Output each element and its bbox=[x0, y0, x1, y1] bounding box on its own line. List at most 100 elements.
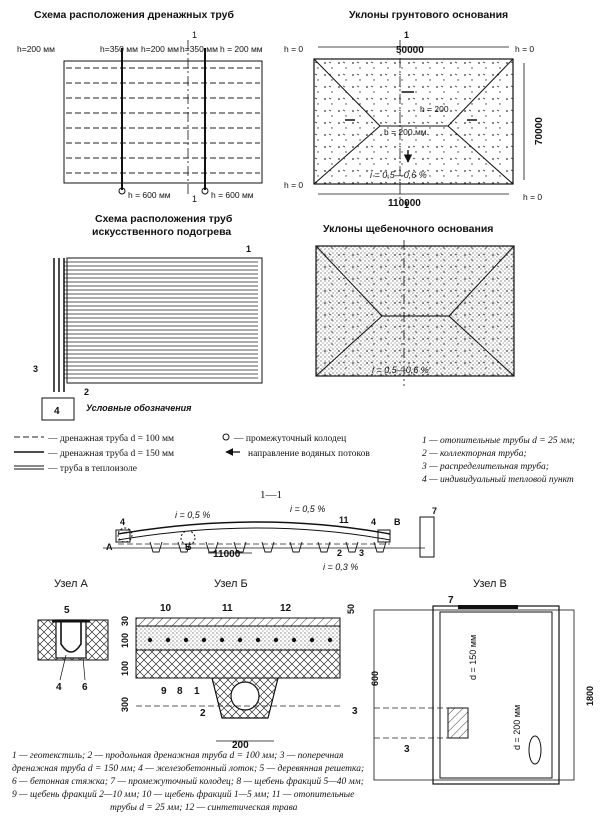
node-b-detail: 10 11 12 9 8 1 2 3 200 30 100 100 300 50 bbox=[120, 603, 358, 751]
soil-width-dimension: 50000 bbox=[396, 45, 424, 56]
slope-label: i = 0,5 % bbox=[290, 504, 325, 514]
callout-7: 7 bbox=[448, 595, 454, 606]
well-box bbox=[419, 516, 435, 558]
heating-pipe-dot bbox=[327, 637, 333, 643]
node-marker-v: В bbox=[394, 517, 401, 527]
pipe-diameter-label: d = 200 мм bbox=[512, 705, 522, 750]
callout-9: 9 bbox=[161, 686, 167, 697]
drain-depth-label: h=200 мм bbox=[141, 44, 179, 54]
legend-well: — промежуточный колодец bbox=[233, 433, 346, 444]
callout-5: 5 bbox=[64, 605, 70, 616]
layer-dimension: 100 bbox=[120, 661, 130, 676]
corner-depth-label: h = 0 bbox=[515, 44, 534, 54]
layer-dimension: 30 bbox=[120, 616, 130, 626]
slope-label: i = 0,3 % bbox=[323, 562, 358, 572]
well-icon bbox=[222, 433, 230, 441]
drain-trench bbox=[261, 541, 275, 553]
gravel-slope-label: i = 0,5—0,6 % bbox=[372, 365, 429, 375]
cut-label: 1 bbox=[404, 200, 409, 210]
title-heating-layout-line2: искусственного подогрева bbox=[92, 226, 231, 238]
width-dimension: 200 bbox=[232, 740, 249, 751]
slope-label: i = 0,5 % bbox=[175, 510, 210, 520]
callout-3: 3 bbox=[404, 744, 410, 755]
legend: — дренажная труба d = 100 мм — дренажная… bbox=[14, 433, 575, 485]
center-depth-label: h = 200 мм bbox=[384, 127, 427, 137]
callout-2: 2 bbox=[337, 548, 342, 558]
heating-pipe-dot bbox=[219, 637, 225, 643]
soil-length-dimension: 110000 bbox=[388, 198, 421, 209]
legend-item-4: 4 — индивидуальный тепловой пункт bbox=[422, 474, 574, 485]
layer-dimension: 50 bbox=[346, 604, 356, 614]
node-a-detail: 5 4 6 bbox=[37, 605, 109, 693]
caption-line: 6 — бетонная стяжка; 7 — промежуточный к… bbox=[12, 776, 364, 787]
well-depth-label: h = 600 мм bbox=[211, 190, 254, 200]
soil-slope-label: i = 0,5—0,6 % bbox=[370, 170, 427, 180]
span-dimension: 11000 bbox=[213, 549, 241, 560]
caption-line: 9 — щебень фракций 2—10 мм; 10 — щебень … bbox=[12, 789, 354, 800]
collector-callout: 2 bbox=[84, 387, 89, 397]
corner-depth-label: h = 0 bbox=[523, 192, 542, 202]
drain-layout-diagram: h=200 мм h=350 мм h=200 мм h=350 мм h = … bbox=[17, 30, 263, 204]
title-heating-layout-line1: Схема расположения труб bbox=[95, 213, 233, 225]
cut-label: 1 bbox=[192, 194, 197, 204]
legend-drain-150: — дренажная труба d = 150 мм bbox=[47, 448, 174, 459]
heat-point-box bbox=[41, 397, 75, 421]
caption: 1 — геотекстиль; 2 — продольная дренажна… bbox=[12, 750, 364, 813]
title-drain-layout: Схема расположения дренажных труб bbox=[34, 9, 234, 21]
callout-6: 6 bbox=[82, 682, 88, 693]
node-marker-a: А bbox=[106, 542, 113, 552]
caption-line: дренажная труба d = 150 мм; 4 — железобе… bbox=[12, 763, 364, 774]
legend-item-2: 2 — коллекторная труба; bbox=[422, 448, 527, 459]
drain-trench bbox=[317, 541, 331, 553]
callout-1: 1 bbox=[194, 686, 200, 697]
callout-2: 2 bbox=[200, 708, 206, 719]
heating-pipe-dot bbox=[309, 637, 315, 643]
drain-depth-label: h=200 мм bbox=[17, 44, 55, 54]
callout-3: 3 bbox=[359, 548, 364, 558]
caption-line: трубы d = 25 мм; 12 — синтетическая трав… bbox=[110, 802, 298, 813]
cut-label: 1 bbox=[404, 30, 409, 40]
soil-slopes-diagram: 50000 110000 70000 h = 0 h = 0 h = 0 h =… bbox=[284, 30, 545, 210]
heat-point-label: 4 bbox=[54, 406, 60, 417]
corner-depth-label: h = 0 bbox=[284, 180, 303, 190]
well-depth-label: h = 600 мм bbox=[128, 190, 171, 200]
legend-item-1: 1 — отопительные трубы d = 25 мм; bbox=[422, 435, 575, 446]
well-marker-left bbox=[118, 187, 126, 195]
legend-title: Условные обозначения bbox=[86, 403, 192, 413]
node-a-title: Узел А bbox=[54, 578, 89, 590]
heating-pipe-dot bbox=[201, 637, 207, 643]
callout-7: 7 bbox=[432, 506, 437, 516]
legend-insulated: — труба в теплоизоле bbox=[47, 463, 137, 474]
heating-pipe-dot bbox=[147, 637, 153, 643]
section-title: 1—1 bbox=[260, 489, 282, 501]
drain-trench bbox=[345, 541, 359, 553]
callout-4: 4 bbox=[371, 517, 376, 527]
callout-11: 11 bbox=[339, 515, 349, 525]
heating-layout-diagram: 4 1 2 3 Условные обозначения bbox=[33, 244, 263, 421]
distribution-callout: 3 bbox=[33, 364, 38, 374]
legend-item-3: 3 — распределительная труба; bbox=[421, 461, 549, 472]
drain-depth-label: h = 200 мм bbox=[220, 44, 263, 54]
heating-pipe-rows bbox=[64, 261, 258, 379]
drain-pipe-section bbox=[230, 681, 260, 711]
callout-10: 10 bbox=[160, 603, 172, 614]
legend-drain-100: — дренажная труба d = 100 мм bbox=[47, 433, 174, 444]
callout-3: 3 bbox=[352, 706, 358, 717]
heating-pipe-dot bbox=[255, 637, 261, 643]
drain-depth-label: h=350 мм bbox=[100, 44, 138, 54]
node-marker-b: Б bbox=[185, 542, 192, 552]
heating-pipe-dot bbox=[237, 637, 243, 643]
cut-label: 1 bbox=[192, 30, 197, 40]
height-dimension: 1800 bbox=[585, 686, 595, 706]
section-1-1: 1—1 i = 0,5 % i = 0,5 % i = 0,3 % 11000 … bbox=[103, 489, 437, 572]
callout-8: 8 bbox=[177, 686, 183, 697]
flow-arrow-icon bbox=[345, 91, 477, 162]
layer-dimension: 100 bbox=[120, 633, 130, 648]
legend-flow: направление водяных потоков bbox=[248, 449, 370, 459]
drain-trench bbox=[233, 541, 247, 553]
drain-trench bbox=[149, 541, 163, 553]
heating-pipe-callout: 1 bbox=[246, 244, 251, 254]
center-depth-label: h = 200 bbox=[420, 104, 449, 114]
